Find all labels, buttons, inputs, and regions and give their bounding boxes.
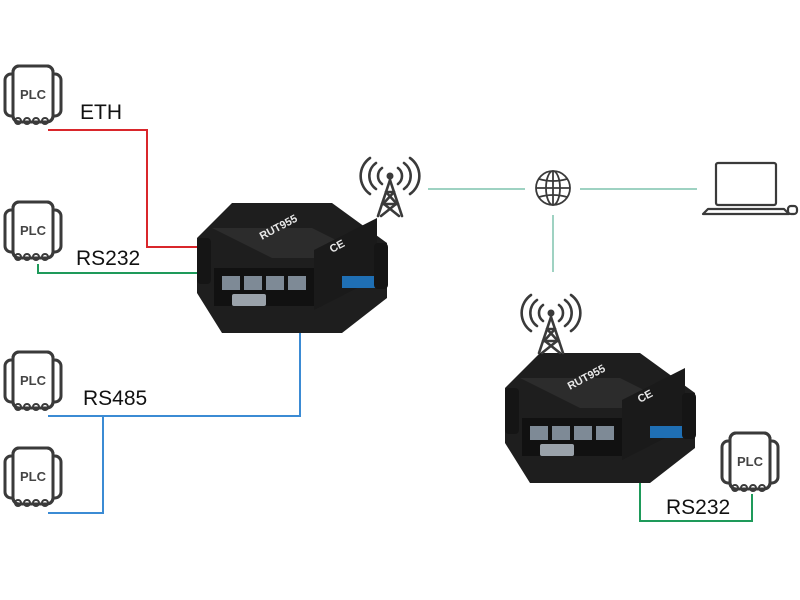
eth-label: ETH (80, 101, 122, 124)
plc-icon: PLC (3, 200, 63, 262)
plc-label: PLC (20, 87, 47, 102)
plc-label: PLC (737, 454, 764, 469)
cell-tower-icon (520, 293, 582, 355)
plc-label: PLC (20, 469, 47, 484)
rs485-branch-line (48, 416, 104, 514)
plc-icon: PLC (720, 431, 780, 493)
globe-icon (535, 170, 571, 206)
eth-line (48, 129, 238, 248)
laptop-icon (701, 161, 799, 216)
plc-label: PLC (20, 373, 47, 388)
plc-icon: PLC (3, 446, 63, 508)
rs485-label: RS485 (83, 387, 147, 410)
router-icon: RUT955 CE (197, 203, 388, 333)
plc-icon: PLC (3, 64, 63, 126)
cell-tower-icon (359, 156, 421, 218)
plc-label: PLC (20, 223, 47, 238)
router-icon: RUT955 CE (505, 353, 696, 483)
plc-icon: PLC (3, 350, 63, 412)
rs232-left-label: RS232 (76, 247, 140, 270)
rs232-right-label: RS232 (666, 496, 730, 519)
